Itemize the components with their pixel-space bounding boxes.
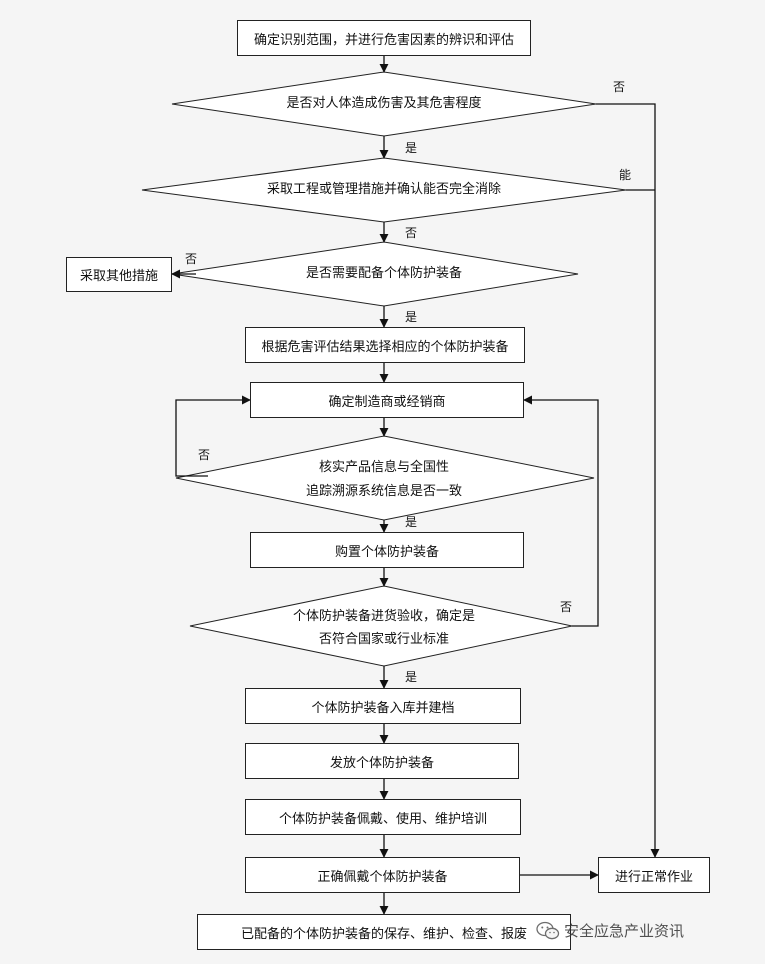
- label-can-eliminate: 能: [619, 168, 632, 182]
- normal-work-box: 进行正常作业: [598, 857, 710, 893]
- scope-box: 确定识别范围，并进行危害因素的辨识和评估: [237, 20, 531, 56]
- wear-box: 正确佩戴个体防护装备: [245, 857, 520, 893]
- label-yes-verify: 是: [405, 515, 418, 529]
- label-no-acceptance: 否: [560, 600, 573, 614]
- label-no-eliminate: 否: [405, 226, 418, 240]
- verify-question-line1: 核实产品信息与全国性: [318, 460, 449, 475]
- decision-verify-shape: [175, 435, 595, 521]
- wechat-icon: [536, 921, 560, 939]
- harm-question: 是否对人体造成伤害及其危害程度: [286, 96, 482, 111]
- label-yes-need-ppe: 是: [405, 310, 418, 324]
- verify-question-line2: 追踪溯源系统信息是否一致: [305, 484, 462, 499]
- label-no-verify: 否: [198, 448, 211, 462]
- select-ppe-box: 根据危害评估结果选择相应的个体防护装备: [245, 327, 525, 363]
- purchase-box: 购置个体防护装备: [250, 532, 524, 568]
- storage-box: 个体防护装备入库并建档: [245, 688, 521, 724]
- watermark-text: 安全应急产业资讯: [564, 922, 685, 940]
- label-no-harm: 否: [613, 80, 626, 94]
- label-no-need-ppe: 否: [185, 252, 198, 266]
- acceptance-question-line1: 个体防护装备进货验收，确定是: [292, 609, 475, 624]
- label-yes-acceptance: 是: [405, 670, 418, 684]
- need-ppe-question: 是否需要配备个体防护装备: [305, 266, 462, 281]
- maintenance-box: 已配备的个体防护装备的保存、维护、检查、报废: [197, 914, 571, 950]
- other-measures-box: 采取其他措施: [66, 257, 172, 292]
- distribute-box: 发放个体防护装备: [245, 743, 519, 779]
- eliminate-question: 采取工程或管理措施并确认能否完全消除: [266, 182, 501, 197]
- manufacturer-box: 确定制造商或经销商: [250, 382, 524, 418]
- watermark: 安全应急产业资讯: [536, 920, 684, 941]
- label-yes-harm: 是: [405, 141, 418, 155]
- training-box: 个体防护装备佩戴、使用、维护培训: [245, 799, 521, 835]
- acceptance-question-line2: 否符合国家或行业标准: [318, 632, 449, 647]
- decision-acceptance-shape: [189, 585, 573, 667]
- decision-need-ppe-shape: [171, 241, 579, 307]
